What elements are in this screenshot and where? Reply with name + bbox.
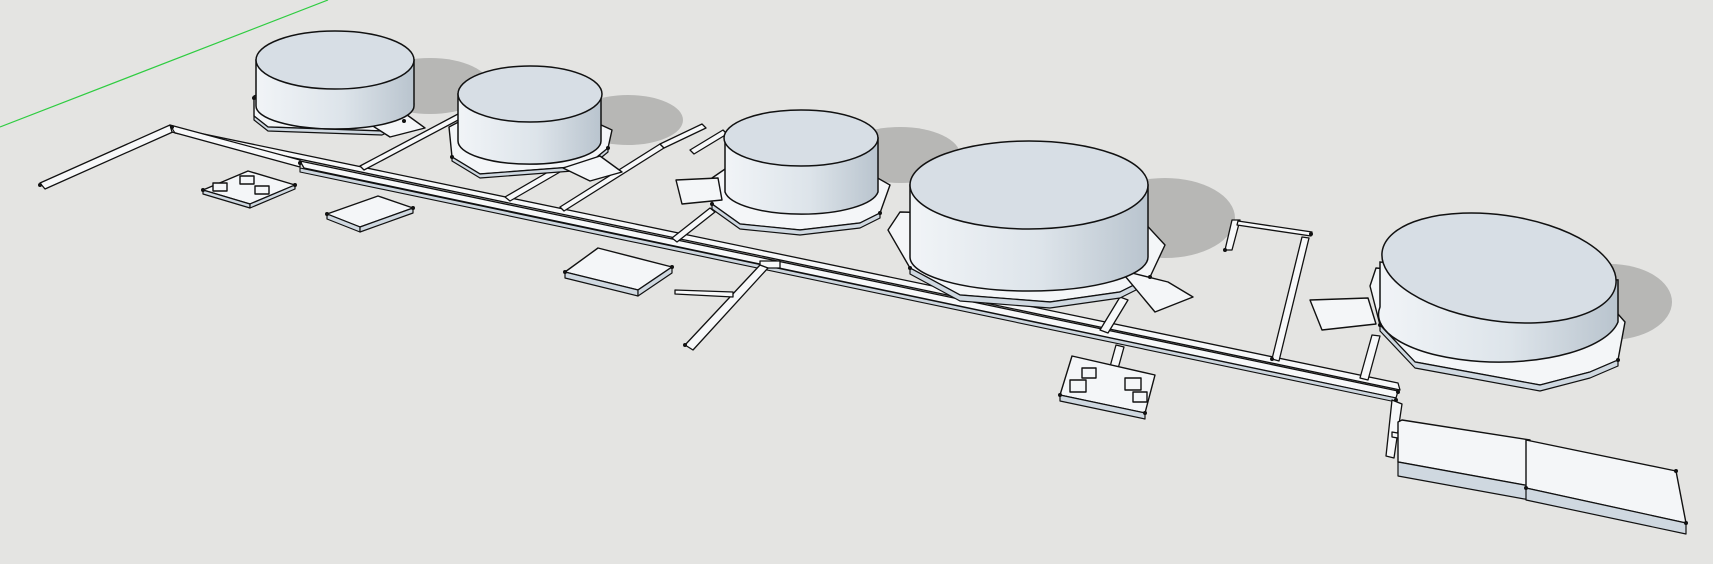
- tank-5: [1309, 212, 1626, 392]
- tank-3: [675, 109, 891, 236]
- tank-1: [253, 30, 426, 138]
- green-axis-line: [0, 0, 329, 128]
- tank-4: [887, 140, 1194, 313]
- branch-pipes: [359, 113, 1449, 459]
- main-pipe-rack: [39, 124, 1401, 403]
- vertex-points: [38, 96, 1688, 525]
- loading-platform: [1397, 419, 1687, 535]
- tank-2: [448, 65, 623, 182]
- equipment-pads: [202, 170, 1156, 420]
